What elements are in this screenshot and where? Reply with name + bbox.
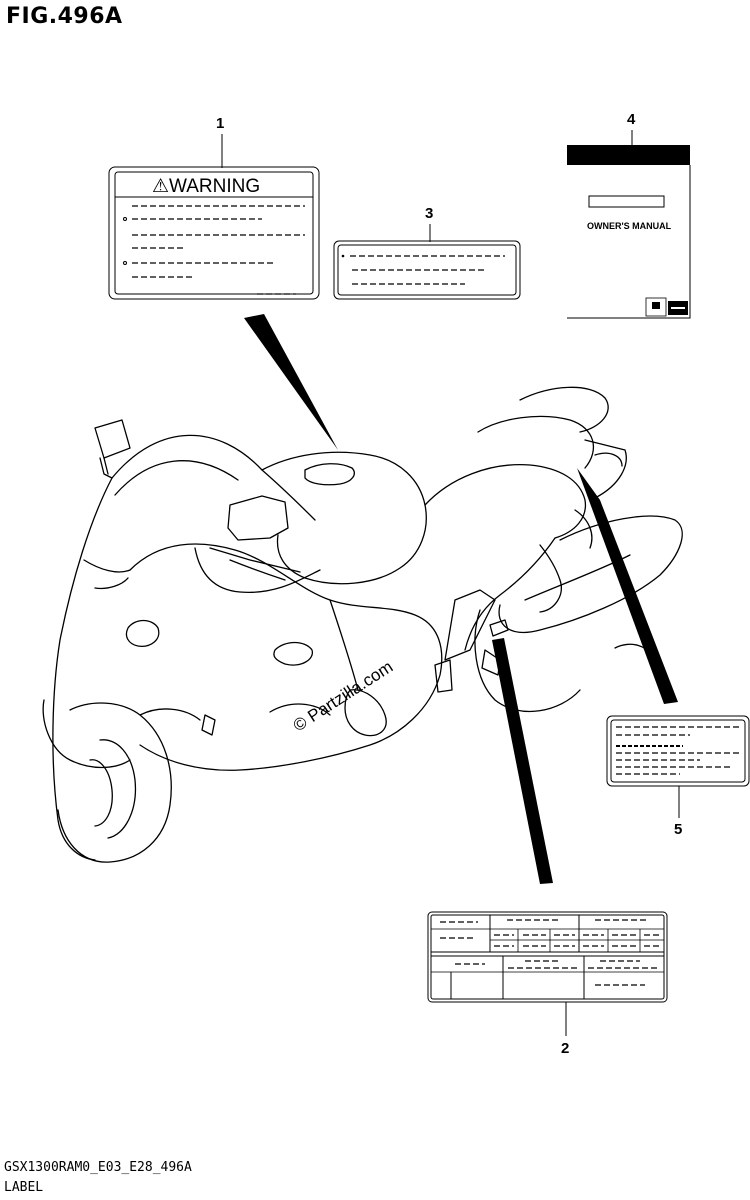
figure-label: LABEL bbox=[4, 1180, 44, 1195]
part-4-owners-manual[interactable]: 4 OWNER'S MANUAL bbox=[567, 111, 691, 319]
part-5-label[interactable]: 5 bbox=[606, 715, 750, 838]
callout-2: 2 bbox=[561, 1040, 569, 1057]
part-2-label[interactable]: 2 bbox=[427, 911, 668, 1057]
callout-1: 1 bbox=[216, 115, 224, 132]
figure-code: GSX1300RAM0_E03_E28_496A bbox=[4, 1160, 192, 1175]
part-1-warning-label[interactable]: 1 ⚠WARNING bbox=[108, 115, 320, 300]
motorcycle-drawing bbox=[42, 386, 683, 863]
warning-label-title: ⚠WARNING bbox=[152, 176, 260, 197]
callout-4: 4 bbox=[627, 111, 636, 128]
watermark: © Partzilla.com bbox=[290, 657, 396, 735]
leader-lines bbox=[244, 314, 678, 884]
part-3-label[interactable]: 3 bbox=[333, 205, 521, 300]
callout-3: 3 bbox=[425, 205, 433, 222]
callout-5: 5 bbox=[674, 821, 682, 838]
manual-title: OWNER'S MANUAL bbox=[587, 221, 672, 231]
figure-title: FIG.496A bbox=[6, 4, 123, 29]
